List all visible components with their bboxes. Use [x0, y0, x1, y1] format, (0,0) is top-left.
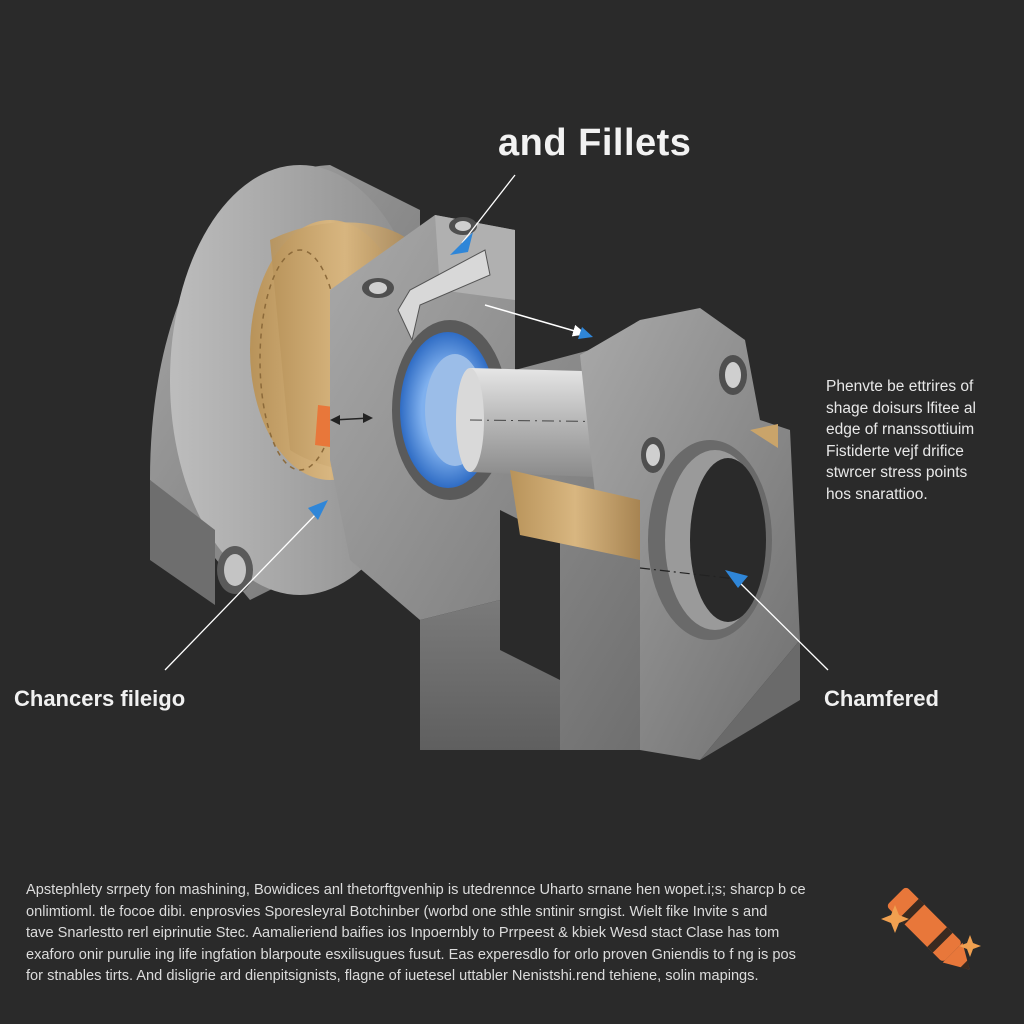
callout-title-arrow	[450, 174, 516, 255]
side-note-line: Phenvte be ettrires of	[826, 378, 974, 395]
description-paragraph: Apstephlety srrpety fon mashining, Bowid…	[26, 880, 1006, 988]
paragraph-line: tave Snarlestto rerl eiprinutie Stec. Aa…	[26, 925, 780, 941]
center-line	[639, 567, 746, 581]
label-left: Chancers fileigo	[14, 686, 186, 711]
right-bracket	[580, 308, 800, 760]
shaft	[456, 368, 641, 478]
side-note-line: stwrcer stress points	[826, 464, 968, 481]
brass-bushing-right	[510, 470, 640, 560]
side-note: Phenvte be ettrires of shage doisurs lfi…	[826, 376, 1016, 505]
callout-right-leader	[725, 570, 829, 671]
orange-dimension-arrow	[330, 413, 373, 425]
label-right: Chamfered	[824, 686, 939, 711]
sparkle-icon	[881, 905, 909, 933]
callout-left-leader	[164, 500, 328, 671]
paragraph-line: onlimtioml. tle focoe dibi. enprosvies S…	[26, 903, 768, 920]
side-note-line: Fistiderte vejf drifice	[826, 442, 964, 460]
diagram-title: and Fillets	[498, 122, 692, 164]
paragraph-line: Apstephlety srrpety fon mashining, Bowid…	[26, 882, 806, 898]
side-note-line: edge of rnanssottiuim	[826, 421, 975, 438]
paragraph-line: for stnables tirts. And disligrie ard di…	[26, 968, 759, 984]
center-block	[330, 215, 640, 750]
dimension-arrow	[484, 304, 593, 339]
paragraph-line: exaforo onir purulie ing life ingfation …	[26, 946, 796, 963]
sparkle-icon	[959, 935, 981, 957]
side-note-line: shage doisurs lfitee al	[826, 399, 976, 417]
side-note-line: hos snarattioo.	[826, 485, 928, 503]
